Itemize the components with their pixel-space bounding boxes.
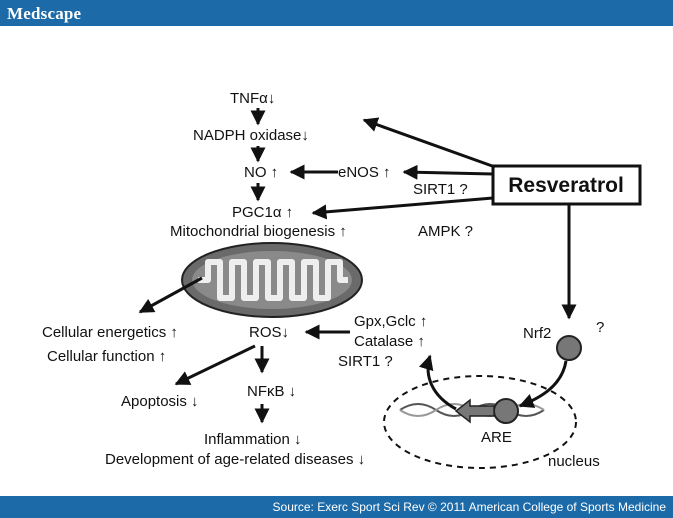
resveratrol-label: Resveratrol	[508, 174, 624, 197]
medscape-logo[interactable]: Medscape	[7, 4, 82, 23]
enos-label: eNOS ↑	[338, 164, 391, 181]
catalase-label: Catalase ↑	[354, 333, 425, 350]
no-label: NO ↑	[244, 164, 278, 181]
sirt1-second-label: SIRT1 ?	[338, 353, 393, 370]
tnf-label: TNFα↓	[230, 90, 275, 107]
arrow-nucleus-antioxidants	[418, 354, 457, 411]
inflammation-label: Inflammation ↓	[204, 431, 302, 448]
mitochondrial-biogenesis-label: Mitochondrial biogenesis ↑	[170, 223, 347, 240]
cellular-function-label: Cellular function ↑	[47, 348, 166, 365]
nucleus-outline	[383, 375, 577, 469]
apoptosis-label: Apoptosis ↓	[121, 393, 199, 410]
header-bar: Medscape	[0, 0, 673, 26]
gpx-gclc-label: Gpx,Gclc ↑	[354, 313, 427, 330]
ampk-label: AMPK ?	[418, 223, 473, 240]
nfkb-label: NFκB ↓	[247, 383, 296, 400]
transcription-arrow-icon	[454, 398, 495, 424]
pgc1a-label: PGC1α ↑	[232, 204, 293, 221]
footer-bar: Source: Exerc Sport Sci Rev © 2011 Ameri…	[0, 496, 673, 518]
resveratrol-pathway-diagram: Resveratrol TNFα↓ NADPH oxidase↓ NO ↑ eN…	[42, 90, 642, 470]
sirt1-label: SIRT1 ?	[413, 181, 468, 198]
ros-label: ROS↓	[249, 324, 289, 341]
are-label: ARE	[481, 429, 512, 446]
mitochondrion-icon	[181, 242, 363, 318]
age-related-diseases-label: Development of age-related diseases ↓	[105, 451, 365, 468]
source-caption: Source: Exerc Sport Sci Rev © 2011 Ameri…	[272, 500, 666, 514]
are-node	[493, 398, 519, 424]
arrow-resveratrol-enos	[402, 164, 494, 180]
nucleus-label: nucleus	[548, 453, 600, 470]
arrow-ros-apoptosis	[174, 344, 256, 386]
cellular-energetics-label: Cellular energetics ↑	[42, 324, 178, 341]
nadph-oxidase-label: NADPH oxidase↓	[193, 127, 309, 144]
arrow-mito-energetics	[138, 276, 203, 314]
arrow-resveratrol-pgc	[311, 196, 494, 220]
nrf2-node	[556, 335, 582, 361]
nrf2-question: ?	[596, 319, 604, 336]
arrow-resveratrol-nadph	[362, 117, 496, 169]
arrow-nrf2-are	[518, 360, 568, 408]
resveratrol-box	[491, 164, 642, 206]
nrf2-label: Nrf2	[523, 325, 551, 342]
